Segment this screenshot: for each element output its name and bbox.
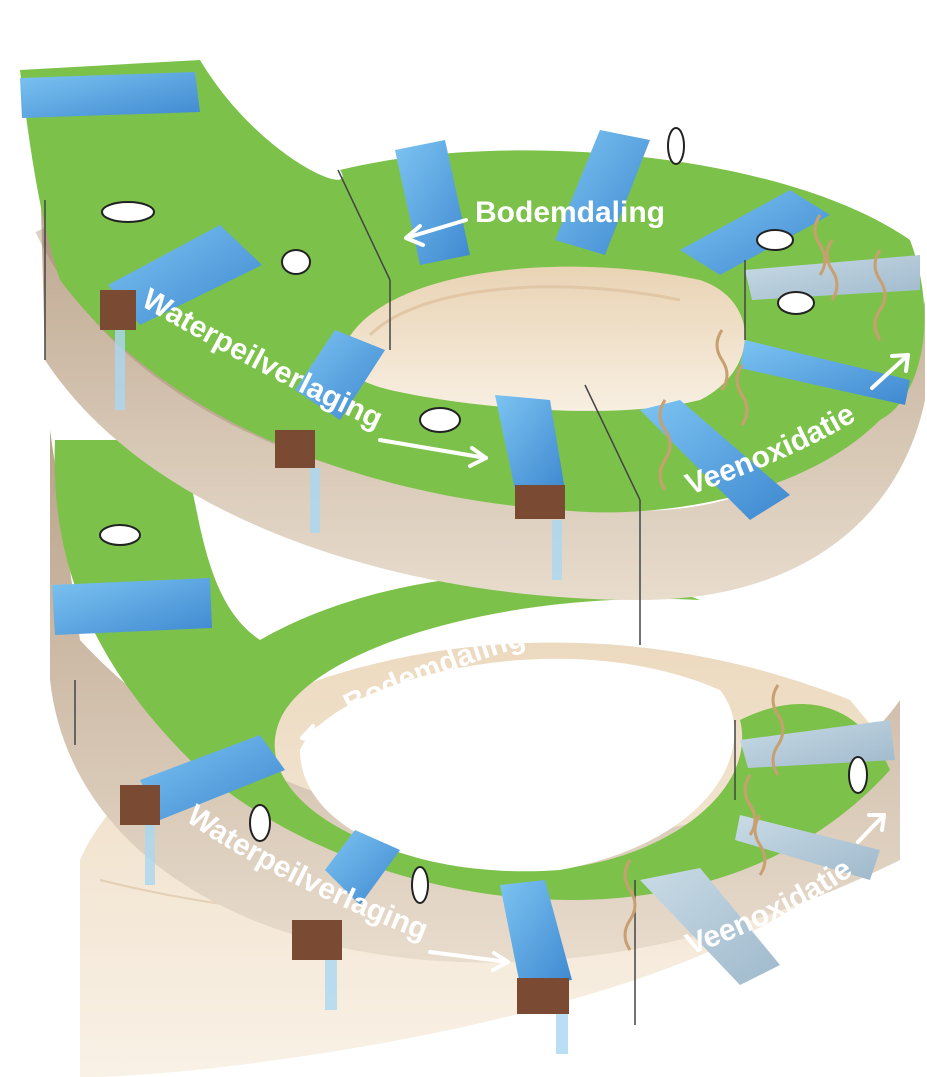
arrow-icon xyxy=(300,218,910,972)
top-ring xyxy=(20,60,925,645)
label-top-subsidence: Bodemdaling xyxy=(475,196,665,229)
gas-wave-icon xyxy=(623,214,887,951)
sluice-gate-icon xyxy=(100,290,569,1054)
top-fade xyxy=(0,0,927,60)
cow-icon xyxy=(99,127,868,904)
